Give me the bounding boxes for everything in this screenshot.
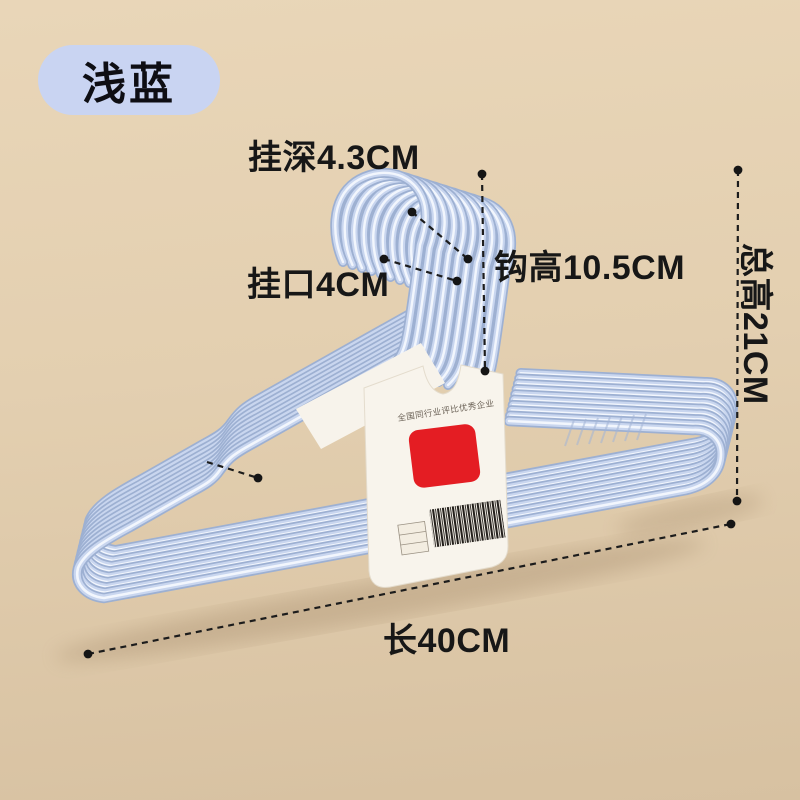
total-height-dimension-line	[735, 169, 740, 502]
dimension-lines	[83, 165, 743, 659]
hook-opening-label: 挂口4CM	[247, 266, 390, 304]
hook-height-label: 钩高10.5CM	[494, 249, 686, 287]
hang-depth-leader-line	[411, 211, 469, 260]
hang-tag-card: 全国同行业评比优秀企业	[363, 364, 509, 588]
red-logo-block	[408, 424, 481, 488]
hang-depth-label: 挂深4.3CM	[248, 139, 420, 177]
barcode-area	[397, 499, 506, 556]
color-badge: 浅蓝	[38, 45, 220, 115]
arm-groove-leader-line	[206, 460, 259, 480]
right-arm-notches	[564, 413, 647, 447]
color-badge-label: 浅蓝	[82, 60, 176, 109]
barcode-icon	[428, 499, 506, 548]
spec-table	[397, 521, 430, 556]
total-height-label: 总高21CM	[736, 243, 774, 405]
floor-shadow	[54, 494, 764, 661]
hook-opening-leader-line	[383, 257, 458, 283]
length-label: 长40CM	[383, 622, 511, 660]
